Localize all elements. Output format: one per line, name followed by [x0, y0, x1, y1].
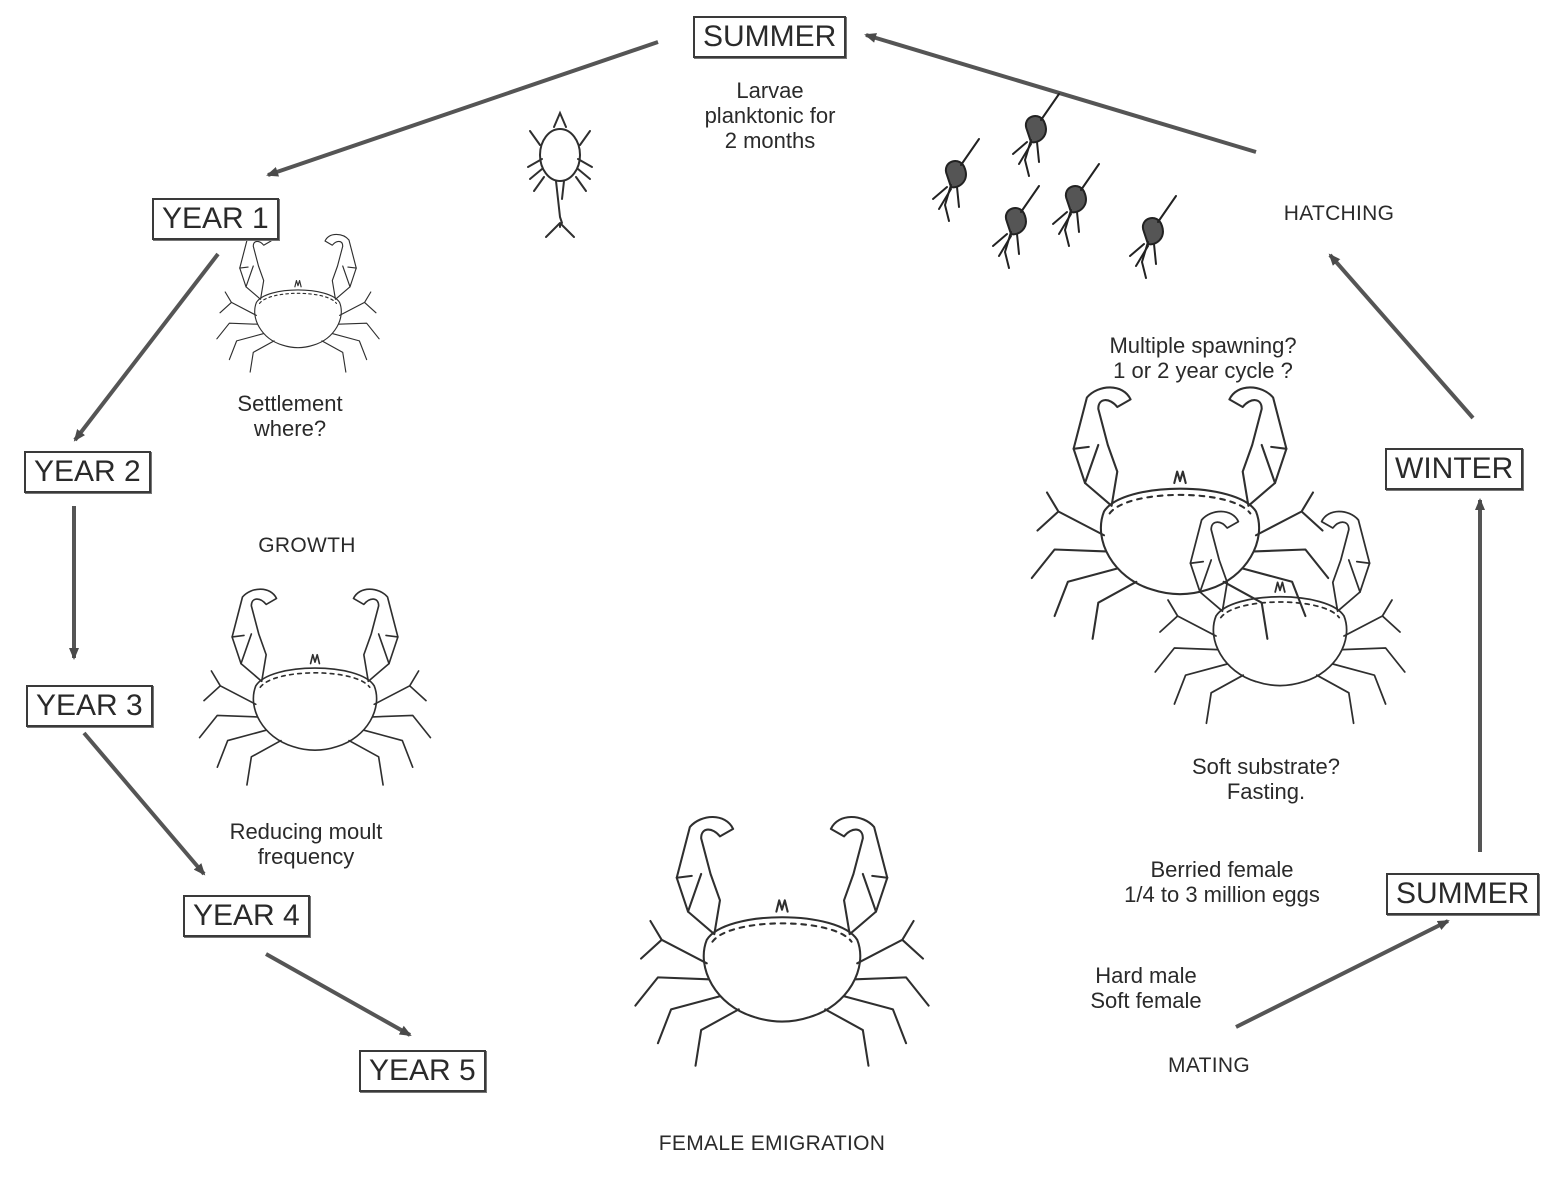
arrow-winter-to-hatching	[1328, 253, 1475, 420]
mating-label: MATING	[1168, 1054, 1250, 1077]
growth-label: GROWTH	[258, 534, 356, 557]
stage-year-3: YEAR 3	[26, 685, 153, 727]
zoea-larva-icon	[1129, 195, 1177, 279]
zoea-larva-icon	[992, 185, 1040, 269]
arrow-hatching-to-summer	[864, 33, 1257, 154]
larva-icon	[527, 110, 593, 238]
zoea-larva-icon	[1012, 93, 1060, 177]
berried-female-label: Berried female 1/4 to 3 million eggs	[1124, 857, 1320, 907]
settlement-label: Settlement where?	[237, 391, 343, 441]
arrow-mating-to-summer	[1235, 919, 1450, 1029]
zoea-larva-icon	[932, 138, 980, 222]
stage-year-2: YEAR 2	[24, 451, 151, 493]
stage-summer-top: SUMMER	[693, 16, 847, 58]
stage-year-5: YEAR 5	[359, 1050, 486, 1092]
larvae-label: Larvae planktonic for 2 months	[704, 78, 836, 153]
arrow-summer-to-year1	[266, 40, 659, 177]
crab-icon	[634, 815, 930, 1067]
female-emigration-label: FEMALE EMIGRATION	[658, 1132, 886, 1155]
crab-icon	[198, 588, 432, 786]
arrow-year4-to-year5	[265, 952, 412, 1037]
stage-year-1: YEAR 1	[152, 198, 279, 240]
soft-substrate-label: Soft substrate? Fasting.	[1192, 754, 1340, 804]
reducing-moult-label: Reducing moult frequency	[229, 819, 383, 869]
stage-summer-right: SUMMER	[1386, 873, 1540, 915]
arrow-year3-to-year4	[82, 731, 206, 876]
stage-winter: WINTER	[1385, 448, 1524, 490]
hard-soft-label: Hard male Soft female	[1090, 963, 1202, 1013]
arrow-year1-to-year2	[73, 252, 220, 442]
stage-year-4: YEAR 4	[183, 895, 310, 937]
hatching-label: HATCHING	[1283, 202, 1395, 225]
crab-icon	[216, 233, 380, 373]
mating-crabs-icon	[1030, 386, 1406, 725]
zoea-larva-icon	[1052, 163, 1100, 247]
spawning-label: Multiple spawning? 1 or 2 year cycle ?	[1109, 333, 1297, 383]
